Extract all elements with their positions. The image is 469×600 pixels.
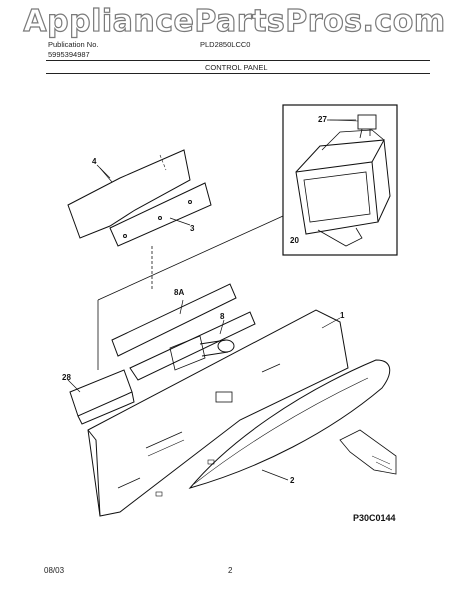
part-1-control-panel [87, 309, 349, 517]
part-8a-strip [111, 283, 256, 381]
publication-label: Publication No. [48, 40, 99, 49]
callout-8a: 8A [174, 288, 185, 297]
header-rule-top [46, 60, 430, 61]
part-4-bracket [67, 149, 191, 239]
part-2-lens-cover [188, 359, 397, 489]
footer-page-number: 2 [228, 566, 233, 575]
callout-20: 20 [290, 236, 299, 245]
callout-4: 4 [92, 157, 97, 166]
part-28-side-bracket [69, 369, 135, 425]
model-number: PLD2850LCC0 [200, 40, 251, 49]
header-rule-bottom [46, 73, 430, 74]
callout-8: 8 [220, 312, 225, 321]
callout-27: 27 [318, 115, 327, 124]
watermark-logo: AppliancePartsPros.com [23, 3, 446, 39]
dispenser-inset [282, 104, 398, 256]
part-8-roller [169, 335, 235, 371]
inset-leader [97, 215, 284, 370]
callout-1: 1 [340, 311, 345, 320]
part-3-control-board [109, 182, 212, 247]
callout-28: 28 [62, 373, 71, 382]
callout-2: 2 [290, 476, 295, 485]
diagram-code: P30C0144 [353, 513, 396, 523]
callout-3: 3 [190, 224, 195, 233]
section-title: CONTROL PANEL [205, 63, 268, 72]
publication-number: 5995394987 [48, 50, 90, 59]
footer-date: 08/03 [44, 566, 65, 575]
callout-leaders [67, 119, 356, 481]
